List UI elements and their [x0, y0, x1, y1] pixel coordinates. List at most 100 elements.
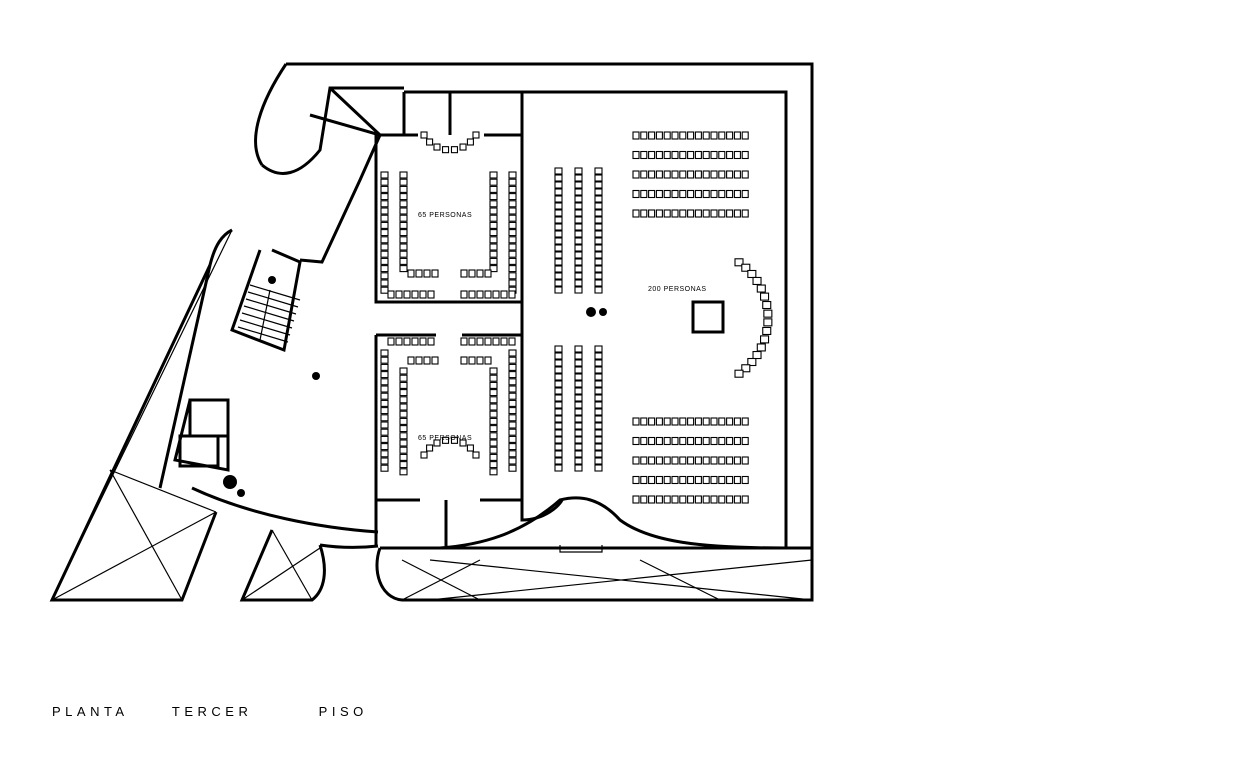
- seat: [671, 189, 679, 199]
- seat: [655, 189, 663, 199]
- seat: [574, 188, 583, 196]
- seat: [380, 214, 389, 222]
- seat: [648, 150, 656, 160]
- seat: [574, 429, 583, 437]
- seat: [694, 495, 702, 504]
- seat: [733, 436, 741, 446]
- seat: [554, 373, 563, 381]
- seat: [460, 356, 468, 365]
- seat: [574, 464, 583, 472]
- seat: [380, 457, 389, 465]
- seat: [399, 410, 408, 418]
- seat: [594, 230, 603, 238]
- seat: [594, 450, 603, 458]
- seat: [640, 209, 648, 218]
- seat: [710, 209, 718, 218]
- seat: [710, 131, 718, 140]
- seat: [399, 229, 408, 237]
- seat: [380, 286, 389, 294]
- seat: [554, 401, 563, 409]
- seat: [574, 286, 583, 294]
- seat: [554, 230, 563, 238]
- seat: [726, 131, 734, 140]
- seat: [554, 174, 563, 182]
- seat: [380, 349, 389, 357]
- seat: [554, 195, 563, 203]
- seat: [399, 453, 408, 461]
- seat: [489, 193, 498, 201]
- seat: [468, 337, 476, 346]
- seat: [718, 209, 726, 218]
- seat: [460, 337, 468, 346]
- seat: [687, 209, 695, 218]
- seat: [741, 170, 749, 179]
- seat: [484, 290, 492, 299]
- seat: [399, 250, 408, 258]
- seat: [554, 436, 563, 444]
- seat: [726, 189, 734, 199]
- seat: [594, 415, 603, 423]
- seat: [476, 290, 484, 299]
- seat: [594, 422, 603, 430]
- seat: [484, 356, 492, 365]
- seat: [632, 170, 640, 179]
- seat: [655, 209, 663, 218]
- seat: [718, 475, 726, 485]
- seat: [489, 229, 498, 237]
- seat: [574, 237, 583, 245]
- seat: [687, 150, 695, 160]
- seat: [671, 209, 679, 218]
- seat: [508, 229, 517, 237]
- seat: [648, 456, 656, 465]
- seat: [733, 209, 741, 218]
- seat: [687, 417, 695, 426]
- seat: [718, 417, 726, 426]
- seat: [679, 131, 687, 140]
- seat: [694, 189, 702, 199]
- seat: [679, 209, 687, 218]
- seat: [508, 371, 517, 379]
- seat: [508, 221, 517, 229]
- seat: [574, 387, 583, 395]
- seat: [399, 236, 408, 244]
- seat: [489, 200, 498, 208]
- seat: [648, 436, 656, 446]
- seat: [399, 207, 408, 215]
- seat: [594, 457, 603, 465]
- seat: [594, 380, 603, 388]
- seat: [399, 193, 408, 201]
- seat: [632, 456, 640, 465]
- seat: [423, 269, 431, 278]
- seat: [632, 436, 640, 446]
- seat: [500, 337, 508, 346]
- seat: [574, 195, 583, 203]
- seat: [655, 475, 663, 485]
- seat: [433, 439, 441, 447]
- seat: [594, 436, 603, 444]
- seat: [380, 407, 389, 415]
- seat: [380, 356, 389, 364]
- seat: [411, 290, 419, 299]
- seat: [399, 374, 408, 382]
- seat: [380, 421, 389, 429]
- seat: [508, 356, 517, 364]
- seat: [399, 200, 408, 208]
- seating-main-hall: [554, 131, 749, 504]
- seat: [554, 181, 563, 189]
- seat: [508, 457, 517, 465]
- seat: [554, 202, 563, 210]
- seat: [726, 495, 734, 504]
- seat: [426, 444, 434, 452]
- seat: [508, 214, 517, 222]
- seat: [380, 250, 389, 258]
- seat: [594, 202, 603, 210]
- seat: [762, 300, 772, 310]
- seat: [380, 207, 389, 215]
- seat: [640, 495, 648, 504]
- seat: [594, 429, 603, 437]
- seat: [431, 269, 439, 278]
- seat: [655, 150, 663, 160]
- seat: [726, 436, 734, 446]
- seat: [508, 243, 517, 251]
- seat: [472, 131, 480, 139]
